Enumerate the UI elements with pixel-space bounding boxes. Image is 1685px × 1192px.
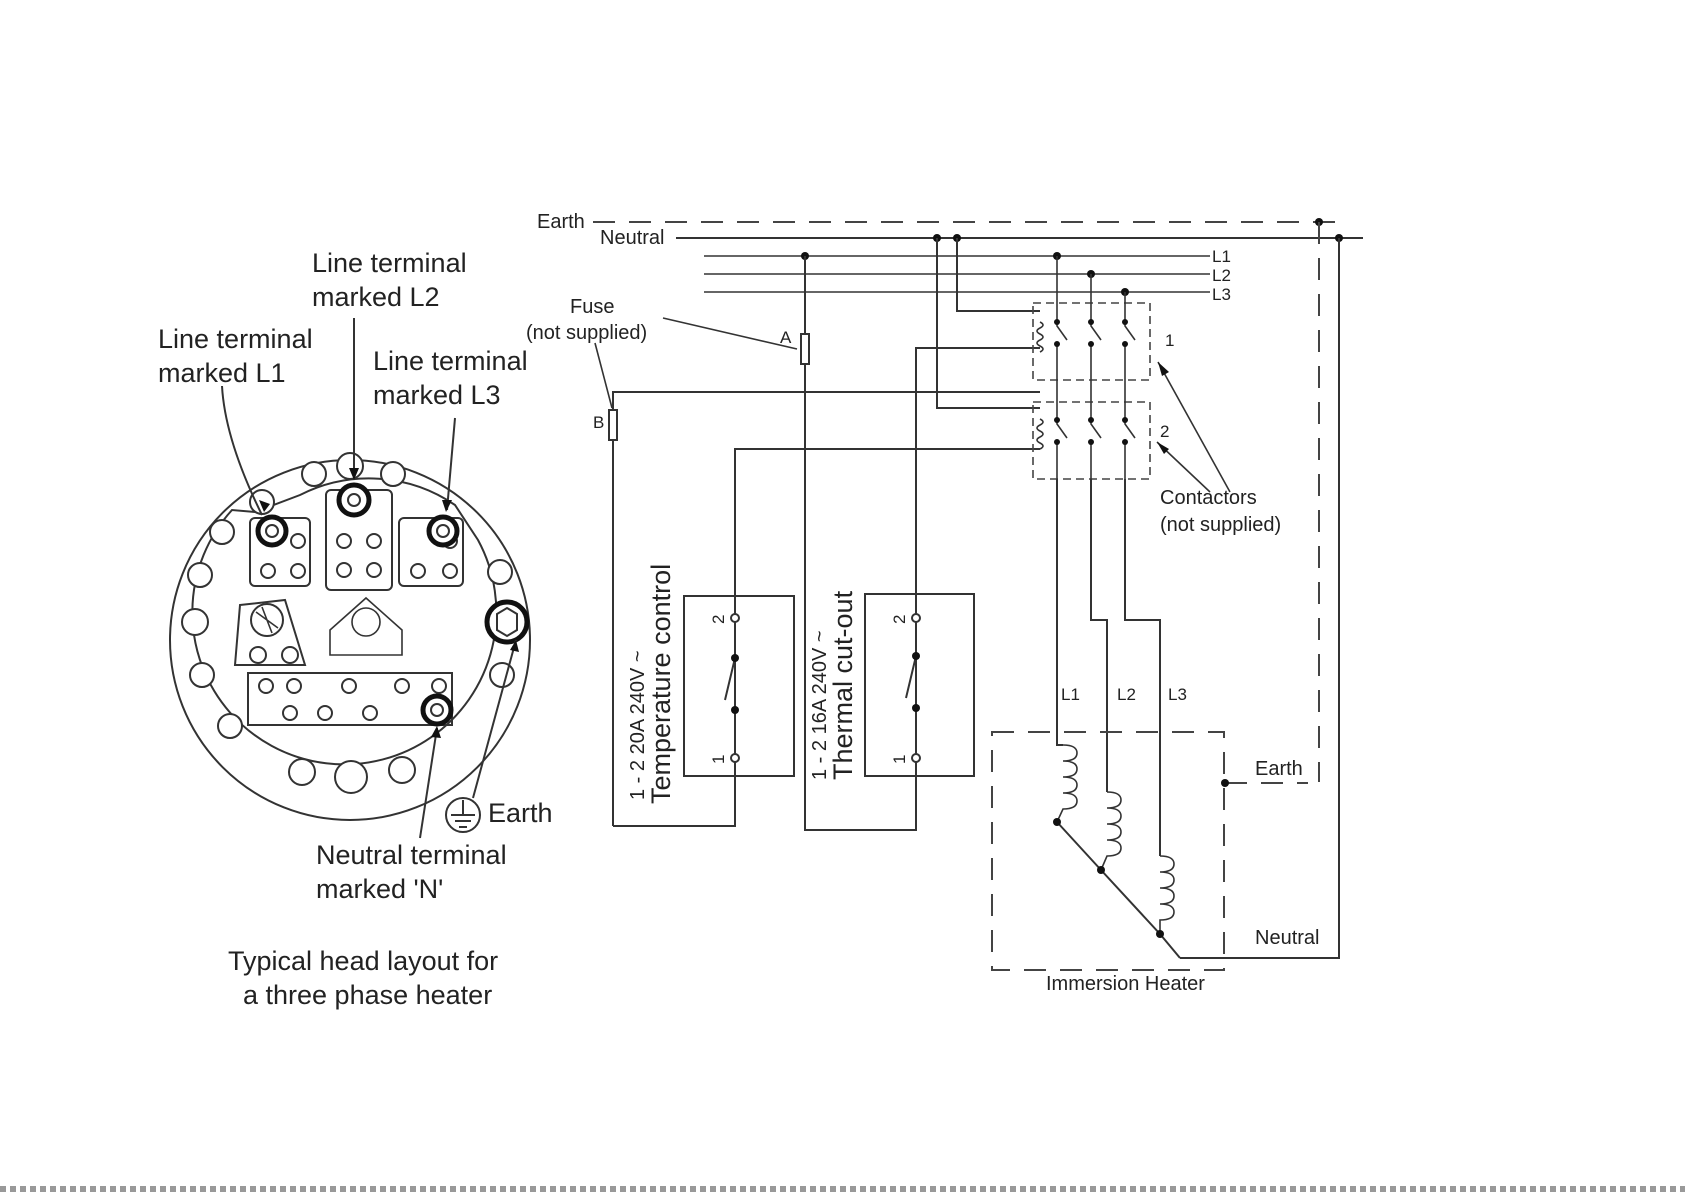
temperature-control-rating: 1 - 2 20A 240V ~ [627, 650, 649, 800]
strip-holes [258, 678, 447, 721]
fuse-a-feed [804, 256, 1040, 831]
caption-line1: Typical head layout for [228, 946, 498, 976]
contactor-leader-1 [1157, 361, 1231, 493]
terminal-neutral-core [430, 703, 444, 717]
leader-lines [221, 318, 519, 839]
feed-l2 [1090, 479, 1108, 792]
temperature-control-title: Temperature control [646, 564, 676, 804]
contactors-label-line1: Contactors [1160, 487, 1257, 509]
cutout-contact-bottom [912, 704, 920, 712]
feed-l1 [1056, 479, 1063, 746]
cutout-pin-2 [911, 613, 921, 623]
heater-head-layout: Line terminal marked L1 Line terminal ma… [158, 248, 553, 1010]
contactor-2-label: 2 [1160, 422, 1169, 441]
heater-label: Immersion Heater [1046, 973, 1205, 995]
contactor-arrow-1 [1158, 362, 1169, 376]
temp-pin-1 [730, 753, 740, 763]
thermal-cutout-dial-icon [329, 596, 403, 656]
star-junction-2 [1097, 866, 1105, 874]
heater-l2-label: L2 [1117, 685, 1136, 704]
heater-element-l2-icon [1100, 791, 1122, 871]
neutral-drop [1180, 238, 1340, 959]
temp-contact-top [731, 654, 739, 662]
caption-line2: a three phase heater [243, 980, 492, 1010]
terminal-holes [260, 533, 458, 579]
bus-l1-label: L1 [1212, 247, 1231, 266]
temperature-control-box [683, 595, 795, 777]
terminal-l3-core [436, 524, 450, 538]
terminal-l1-core [265, 524, 279, 538]
thermal-cutout-contact [905, 348, 917, 758]
fuse-label-line1: Fuse [570, 296, 614, 318]
contactor1-neutral [956, 238, 1040, 312]
heater-earth-label: Earth [1255, 758, 1303, 780]
contactor-arrow-2 [1157, 442, 1169, 454]
fuse-leader-b [594, 342, 613, 409]
label-l1-line2: marked L1 [158, 358, 286, 388]
thermal-cutout-box [864, 593, 975, 777]
heater-element-l1-icon [1056, 744, 1078, 823]
cutout-pin-1-label: 1 [890, 755, 909, 764]
terminal-earth [484, 599, 530, 645]
temp-contact-bottom [731, 706, 739, 714]
label-l3-line2: marked L3 [373, 380, 501, 410]
bus-earth-label: Earth [537, 211, 585, 233]
heater-earth-junction [1221, 779, 1229, 787]
terminal-block-l3 [398, 517, 464, 587]
heater-l3-label: L3 [1168, 685, 1187, 704]
fuse-b-feed [612, 391, 1040, 826]
contactor-1-switches [1054, 256, 1136, 380]
wiring-schematic: Earth Neutral L1 L2 L3 A B [526, 211, 1363, 995]
thermal-cutout-title: Thermal cut-out [828, 590, 858, 780]
earth-nut-icon [496, 606, 518, 638]
label-l1-line1: Line terminal [158, 324, 313, 354]
fuse-label-line2: (not supplied) [526, 322, 647, 344]
label-l2-line2: marked L2 [312, 282, 440, 312]
fuse-a [800, 333, 810, 365]
star-junction-1 [1053, 818, 1061, 826]
thermal-cutout-rating: 1 - 2 16A 240V ~ [809, 630, 831, 780]
label-neutral-line2: marked 'N' [316, 874, 443, 904]
head-inner-plate [191, 477, 498, 766]
fuse-b-label: B [593, 413, 604, 432]
contactor-1-label: 1 [1165, 331, 1174, 350]
contactor-2-switches [1054, 380, 1136, 479]
thermostat-dial-icon [233, 598, 307, 666]
star-junction-3 [1156, 930, 1164, 938]
cutout-contact-top [912, 652, 920, 660]
terminal-l2-core [347, 493, 361, 507]
contactors-label-line2: (not supplied) [1160, 514, 1281, 536]
contactor-1-coil-icon [1036, 321, 1044, 353]
temp-pin-2-label: 2 [709, 615, 728, 624]
heater-l1-label: L1 [1061, 685, 1080, 704]
feed-l3 [1124, 479, 1161, 856]
bus-l2-label: L2 [1212, 266, 1231, 285]
heater-element-l3-icon [1159, 855, 1175, 934]
page-edge-band [0, 1186, 1685, 1192]
temp-pin-1-label: 1 [709, 755, 728, 764]
label-earth: Earth [488, 798, 553, 828]
fuse-a-label: A [780, 328, 792, 347]
label-l3-line1: Line terminal [373, 346, 528, 376]
bus-neutral-label: Neutral [600, 227, 664, 249]
earth-symbol-icon [445, 797, 481, 833]
fuse-b [608, 409, 618, 441]
cutout-pin-2-label: 2 [890, 615, 909, 624]
star-point-wiring [1056, 821, 1181, 959]
heater-neutral-label: Neutral [1255, 927, 1319, 949]
cutout-pin-1 [911, 753, 921, 763]
fuse-leader-a [662, 317, 798, 350]
flange-bolt-holes [181, 452, 515, 794]
label-l2-line1: Line terminal [312, 248, 467, 278]
bus-l3-label: L3 [1212, 285, 1231, 304]
junction-dots [801, 218, 1343, 296]
temp-pin-2 [730, 613, 740, 623]
immersion-heater-box [991, 731, 1225, 971]
neutral-terminal-strip [247, 672, 453, 726]
contactor2-neutral [936, 238, 1040, 409]
label-neutral-line1: Neutral terminal [316, 840, 507, 870]
contactor-2-coil-icon [1036, 418, 1044, 450]
